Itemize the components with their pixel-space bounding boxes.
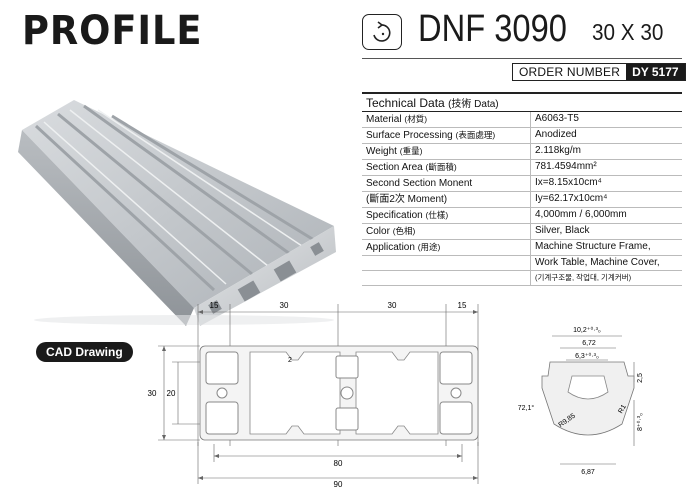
order-number: ORDER NUMBER DY 5177 (512, 63, 686, 81)
cad-drawing-badge: CAD Drawing (36, 342, 133, 362)
tech-row-value: (기계구조물, 작업대, 기계커버) (530, 271, 682, 285)
dim-slot-2: 2 (288, 357, 292, 364)
tech-row-key (362, 256, 530, 270)
slot-dim-25: 2,5 (637, 373, 644, 383)
dim-bottom-90: 90 (334, 480, 343, 489)
slot-dim-top: 10,2⁺⁰·³₀ (573, 326, 601, 334)
slot-dim-8: 8⁺⁰·³₀ (636, 413, 644, 431)
tech-row: Material (材質) A6063-T5 (362, 112, 682, 128)
technical-data-heading: Technical Data (技術 Data) (362, 92, 682, 112)
profile-product-image (18, 100, 336, 326)
tech-row: (기계구조물, 작업대, 기계커버) (362, 271, 682, 286)
order-number-value: DY 5177 (626, 64, 685, 80)
slot-dim-687: 6,87 (581, 469, 595, 476)
tech-row-key: Color (色相) (366, 226, 416, 237)
header-divider (362, 58, 682, 59)
dim-top-15-left: 15 (210, 301, 219, 310)
tech-row-key: Second Section Monent (366, 178, 473, 189)
tech-row-value: Anodized (530, 128, 682, 143)
dim-left-30: 30 (148, 389, 157, 398)
tech-row: Second Section Monent Ix=8.15x10cm⁴ (362, 176, 682, 192)
tech-row-key (362, 271, 530, 285)
dim-left-20: 20 (167, 389, 176, 398)
cad-profile-drawing: 15 30 30 15 30 20 2 80 90 (148, 301, 479, 489)
tech-row: Specification (仕樣) 4,000mm / 6,000mm (362, 208, 682, 224)
tech-row: Weight (重量) 2.118kg/m (362, 144, 682, 160)
tech-row-value: Iy=62.17x10cm⁴ (530, 192, 682, 207)
recycle-arrow-icon (362, 14, 402, 50)
tech-row-value: Ix=8.15x10cm⁴ (530, 176, 682, 191)
tech-row-value: 781.4594mm² (530, 160, 682, 175)
tech-row: Application (用途) Machine Structure Frame, (362, 240, 682, 256)
tech-row-key: Weight (重量) (366, 146, 423, 157)
model-name: DNF 3090 (418, 8, 567, 50)
technical-data-table: Technical Data (技術 Data) Material (材質) A6… (362, 92, 682, 286)
tech-row: (斷面2次 Moment) Iy=62.17x10cm⁴ (362, 192, 682, 208)
tech-row-value: Work Table, Machine Cover, (530, 256, 682, 270)
tech-row-key: Specification (仕樣) (366, 210, 449, 221)
slot-radius-r1: R1 (617, 404, 628, 415)
slot-detail-drawing: 10,2⁺⁰·³₀ 6,72 6,3⁺⁰·³₀ 72,1° R9,85 R1 2… (518, 326, 644, 476)
page-title: PROFILE (22, 8, 203, 54)
slot-dim-672: 6,72 (582, 340, 596, 347)
dim-top-30-right: 30 (388, 301, 397, 310)
tech-row-key: Section Area (斷面積) (366, 162, 457, 173)
order-number-label: ORDER NUMBER (513, 64, 627, 80)
model-size: 30 X 30 (592, 19, 664, 45)
tech-row-value: Silver, Black (530, 224, 682, 239)
tech-row: Surface Processing (表面處理) Anodized (362, 128, 682, 144)
dim-top-15-right: 15 (458, 301, 467, 310)
tech-row: Color (色相) Silver, Black (362, 224, 682, 240)
tech-row-value: 4,000mm / 6,000mm (530, 208, 682, 223)
tech-row-value: 2.118kg/m (530, 144, 682, 159)
tech-row-key: (斷面2次 Moment) (366, 194, 448, 205)
tech-row-value: Machine Structure Frame, (530, 240, 682, 255)
tech-row-value: A6063-T5 (530, 112, 682, 127)
tech-row-key: Application (用途) (366, 242, 441, 253)
tech-row-key: Surface Processing (表面處理) (366, 130, 496, 141)
tech-row: Section Area (斷面積) 781.4594mm² (362, 160, 682, 176)
dim-bottom-80: 80 (334, 459, 343, 468)
dim-top-30-left: 30 (280, 301, 289, 310)
slot-angle: 72,1° (518, 404, 535, 412)
tech-row-key: Material (材質) (366, 114, 428, 125)
tech-row: Work Table, Machine Cover, (362, 256, 682, 271)
slot-dim-63: 6,3⁺⁰·³₀ (575, 352, 599, 360)
